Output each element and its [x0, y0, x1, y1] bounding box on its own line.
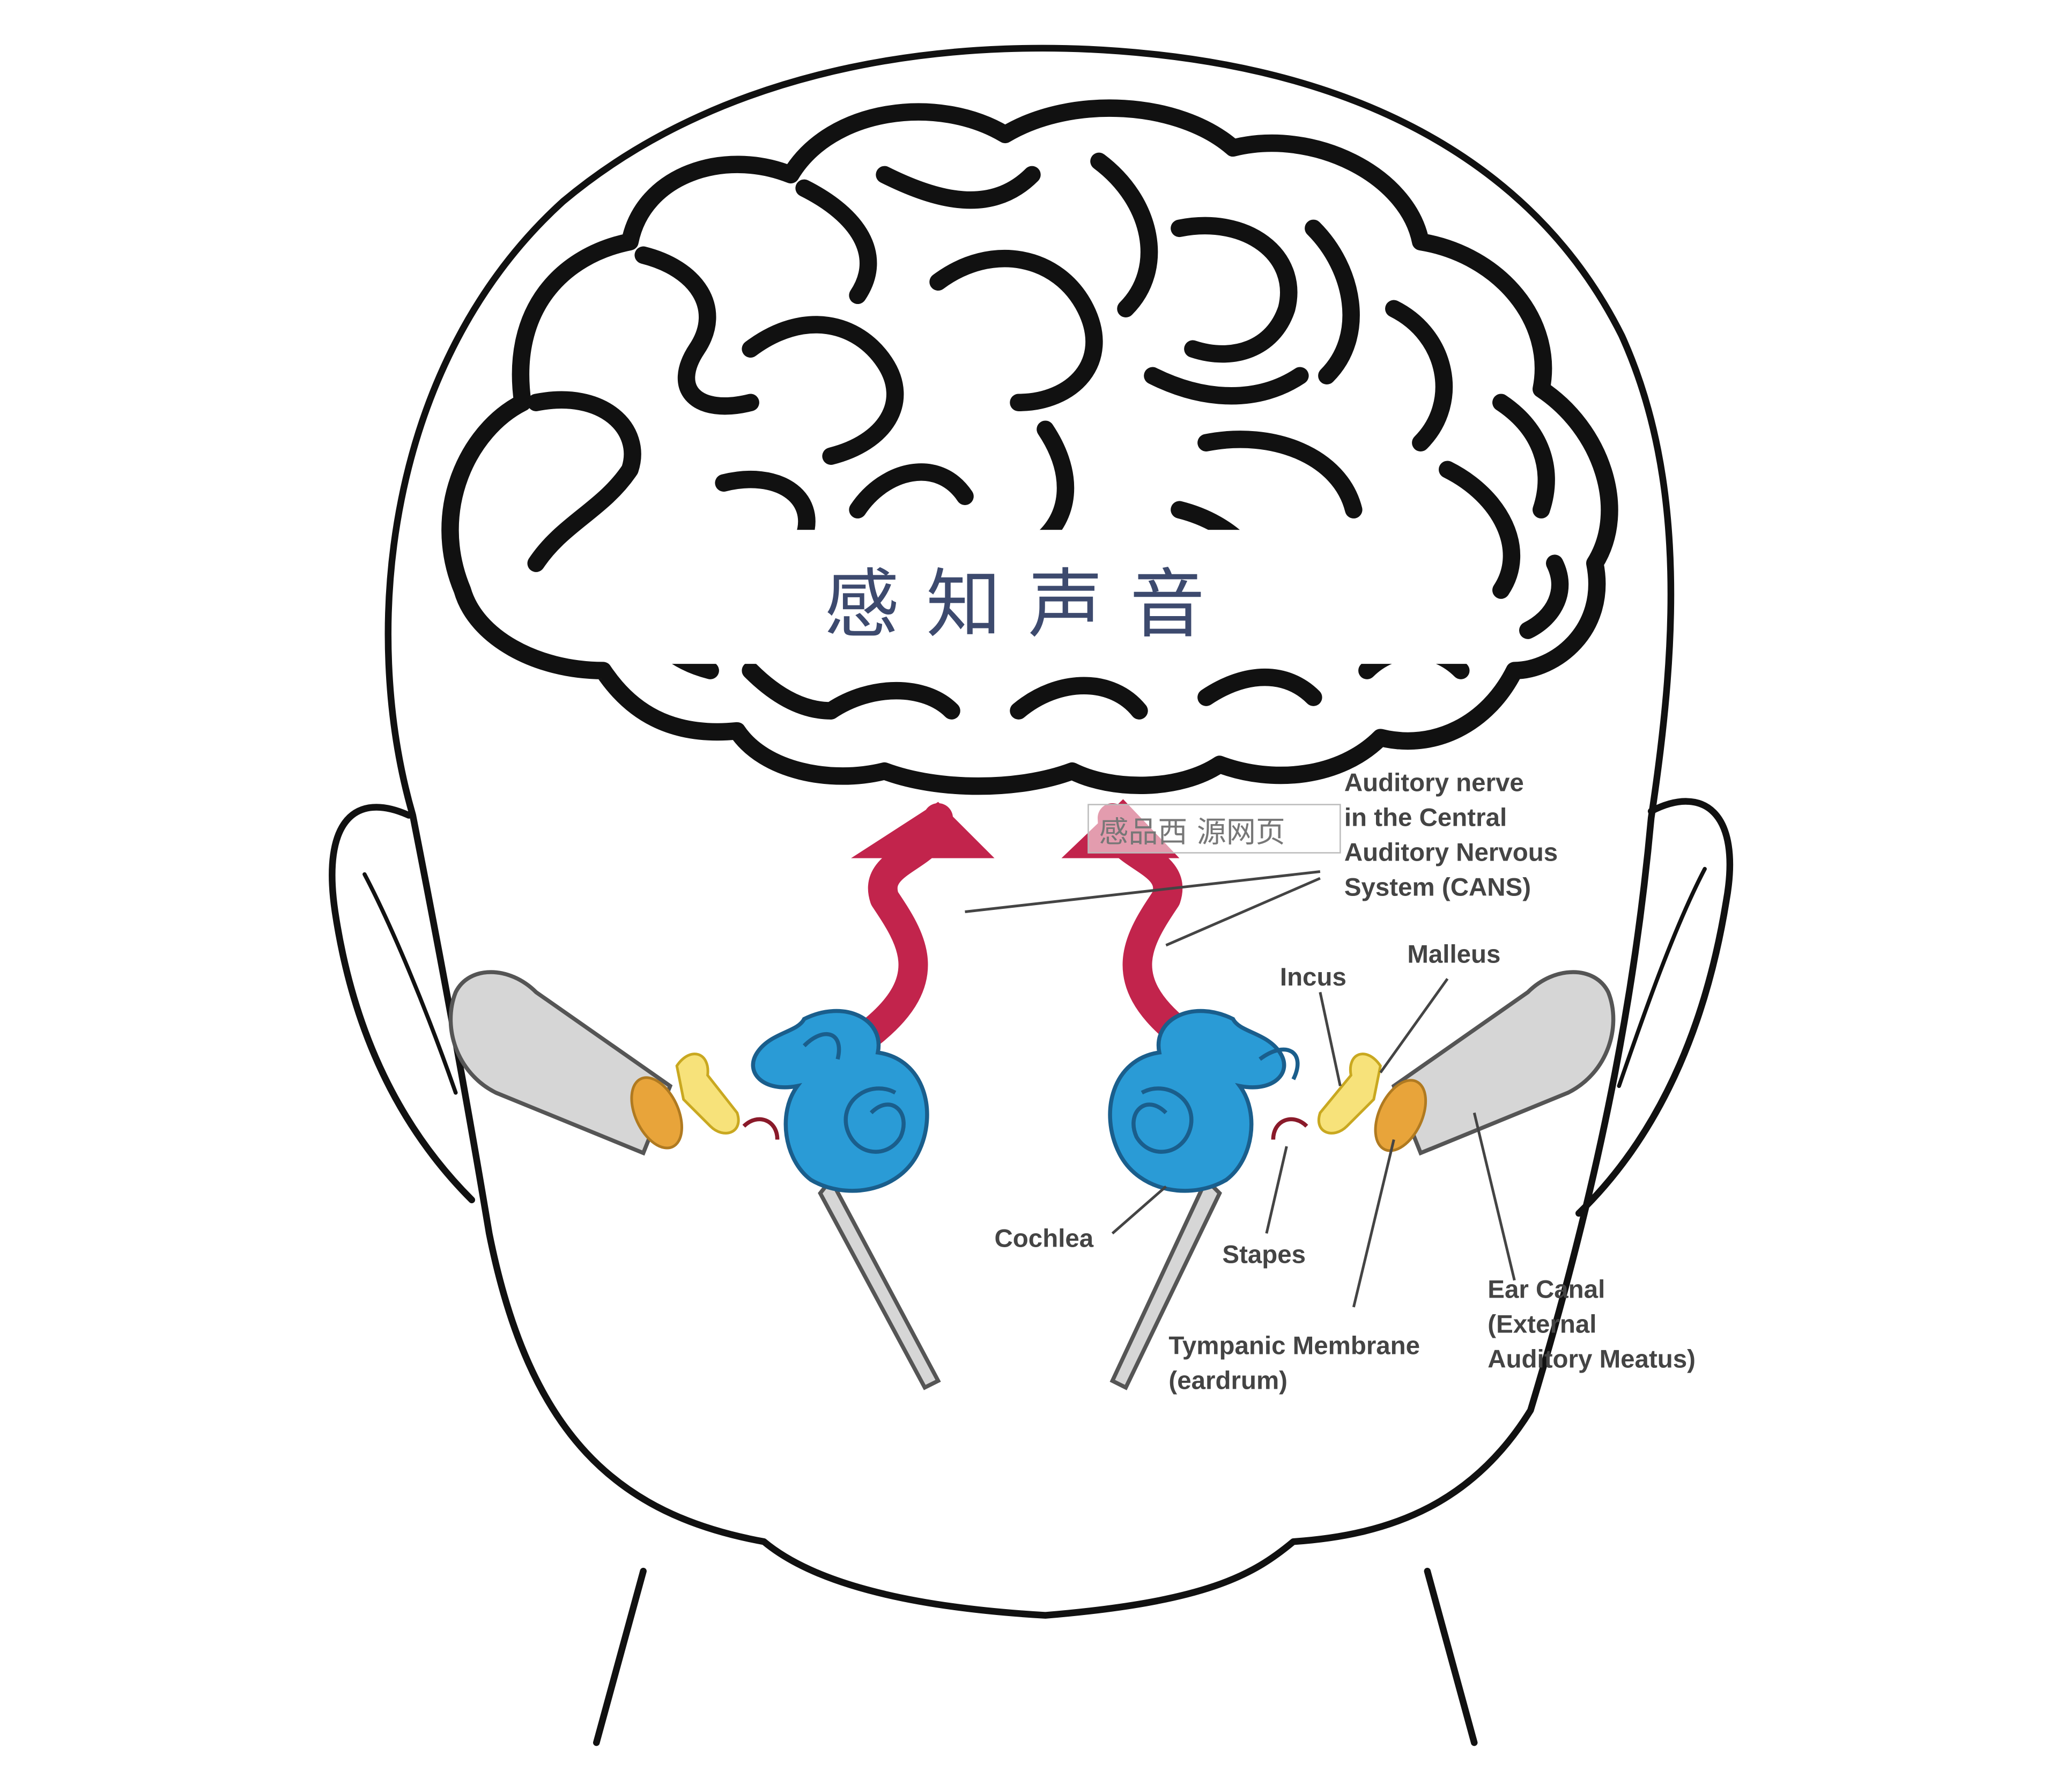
ear-right	[1575, 798, 1734, 1217]
leader-ear-canal	[1472, 1112, 1516, 1281]
label-cochlea: Cochlea	[995, 1224, 1094, 1253]
left-ear-anatomy	[448, 970, 941, 1390]
label-stapes: Stapes	[1222, 1240, 1306, 1269]
left-ear-canal	[448, 970, 673, 1156]
label-incus: Incus	[1280, 963, 1346, 991]
watermark: 感品西 源网页	[1087, 804, 1341, 854]
title-band	[610, 530, 1475, 664]
left-ossicles	[675, 1053, 740, 1135]
right-ossicles	[1318, 1053, 1382, 1135]
right-canals	[1259, 1047, 1300, 1080]
right-ear-anatomy	[1108, 970, 1616, 1390]
left-canals	[802, 1032, 841, 1060]
left-cochlea	[751, 1009, 929, 1193]
leader-lines	[965, 870, 1516, 1308]
labels: Auditory nerve in the Central Auditory N…	[995, 769, 1696, 1395]
label-tympanic: Tympanic Membrane (eardrum)	[1168, 1331, 1427, 1395]
left-cochlea-spiral	[843, 1086, 906, 1154]
head-outline	[329, 45, 1734, 1746]
left-eardrum	[630, 1076, 683, 1150]
neck-right	[1424, 1567, 1478, 1746]
right-cochlea-spiral	[1131, 1086, 1194, 1154]
leader-tympanic	[1352, 1139, 1395, 1308]
neck-left	[593, 1567, 647, 1746]
left-stapes	[742, 1117, 780, 1140]
ear-left-inner	[362, 872, 458, 1095]
ear-left	[329, 804, 476, 1204]
leader-malleus	[1379, 978, 1449, 1073]
right-stapes	[1271, 1117, 1308, 1140]
leader-incus	[1319, 991, 1342, 1086]
right-ear-canal	[1391, 970, 1616, 1156]
label-auditory-nerve: Auditory nerve in the Central Auditory N…	[1344, 769, 1565, 902]
brain-title: 感知声音	[824, 561, 1232, 649]
ear-right-inner	[1617, 866, 1707, 1088]
right-cochlea	[1108, 1009, 1286, 1193]
label-ear-canal: Ear Canal (External Auditory Meatus)	[1488, 1275, 1696, 1373]
watermark-text: 感品西 源网页	[1099, 815, 1285, 849]
leader-auditory-nerve-1	[965, 870, 1321, 913]
leader-auditory-nerve-2	[1165, 877, 1321, 947]
right-cochlea-nerve	[1109, 1176, 1222, 1390]
right-eardrum	[1374, 1079, 1427, 1152]
head-shape	[384, 45, 1675, 1619]
leader-cochlea	[1111, 1185, 1167, 1235]
label-malleus: Malleus	[1407, 940, 1500, 968]
brain: 感知声音	[441, 99, 1618, 795]
leader-stapes	[1265, 1146, 1288, 1234]
arrowhead-left	[851, 802, 995, 858]
left-cochlea-nerve	[818, 1176, 941, 1390]
